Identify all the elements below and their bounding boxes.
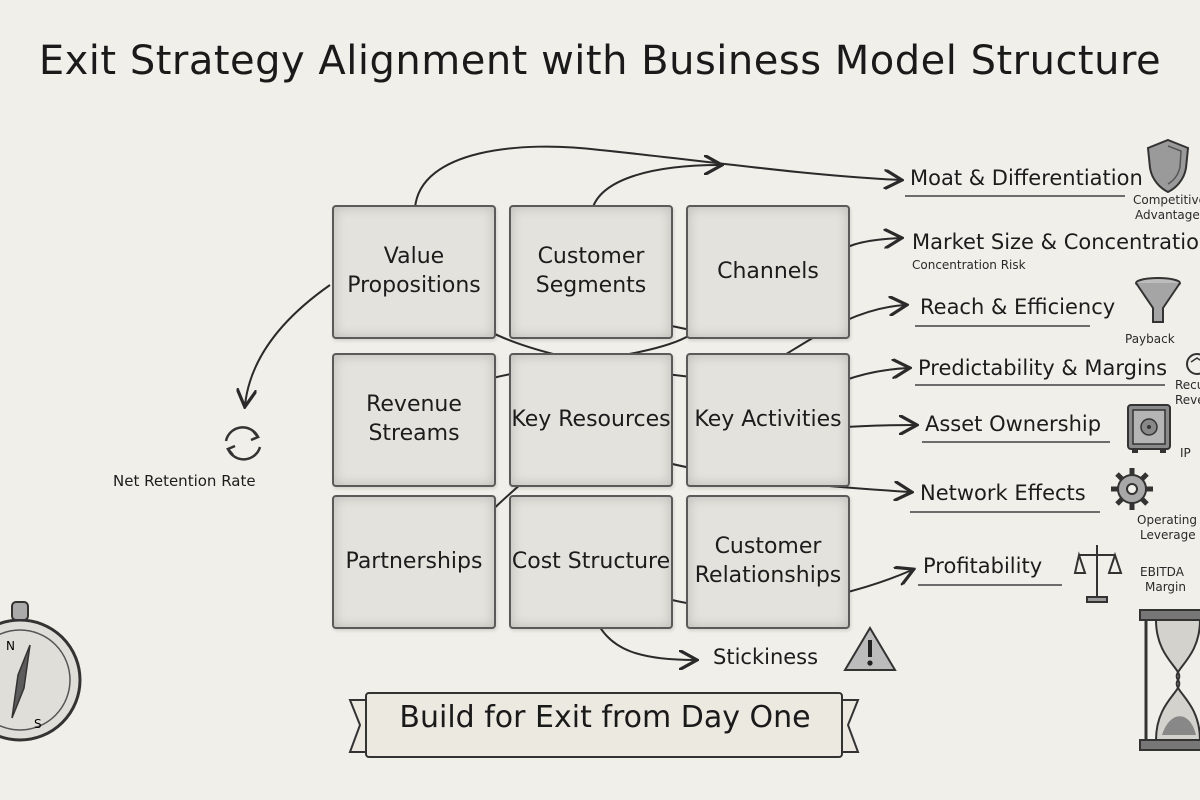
outcome-predictability: Predictability & Margins (918, 356, 1168, 380)
caption-recurring: Recu (1175, 378, 1200, 392)
warning-icon (843, 626, 897, 671)
outcome-market-size: Market Size & Concentration (912, 230, 1200, 254)
shield-icon (1146, 138, 1190, 194)
outcome-stickiness: Stickiness (713, 645, 819, 669)
arrow-vp-to-moat (414, 145, 900, 209)
caption-competitive: Competitive (1133, 193, 1200, 207)
business-model-canvas: Value Propositions Customer Segments Cha… (332, 205, 850, 629)
hourglass-icon (1139, 609, 1200, 751)
cell-customer-segments: Customer Segments (509, 205, 673, 339)
safe-icon (1127, 404, 1171, 453)
cell-channels: Channels (686, 205, 850, 339)
outcome-market-size-sub: Concentration Risk (912, 258, 1026, 272)
banner-text: Build for Exit from Day One (399, 700, 811, 735)
cell-customer-relationships: Customer Relationships (686, 495, 850, 629)
cell-key-resources: Key Resources (509, 353, 673, 487)
banner-scroll (348, 692, 860, 758)
caption-margin: Margin (1145, 580, 1186, 594)
cell-partnerships: Partnerships (332, 495, 496, 629)
outcome-moat: Moat & Differentiation (910, 166, 1143, 190)
funnel-icon (1135, 277, 1181, 323)
cell-revenue-streams: Revenue Streams (332, 353, 496, 487)
arrow-vp-to-retention (245, 284, 331, 405)
scales-icon (1073, 545, 1123, 603)
caption-ebitda: EBITDA (1140, 565, 1184, 579)
outcome-network-effects: Network Effects (920, 481, 1086, 505)
outcome-net-retention: Net Retention Rate (113, 472, 256, 490)
svg-text:S: S (34, 717, 42, 731)
caption-ip: IP (1180, 446, 1191, 460)
cell-cost-structure: Cost Structure (509, 495, 673, 629)
caption-revenue: Reve (1175, 393, 1200, 407)
arrow-cs-to-moat (591, 165, 720, 211)
cell-value-propositions: Value Propositions (332, 205, 496, 339)
caption-advantage: Advantage (1135, 208, 1200, 222)
compass-icon: N S (0, 601, 82, 742)
outcome-reach: Reach & Efficiency (920, 295, 1116, 319)
outcome-asset-ownership: Asset Ownership (925, 412, 1102, 436)
gear-icon (1111, 468, 1153, 510)
refresh-icon (224, 426, 262, 461)
caption-payback: Payback (1125, 332, 1175, 346)
outcome-profitability: Profitability (923, 554, 1043, 578)
cell-key-activities: Key Activities (686, 353, 850, 487)
svg-text:N: N (6, 639, 15, 653)
caption-leverage: Leverage (1140, 528, 1196, 542)
page-title: Exit Strategy Alignment with Business Mo… (38, 38, 1162, 84)
caption-operating: Operating (1137, 513, 1197, 527)
recurring-icon (1186, 353, 1200, 375)
